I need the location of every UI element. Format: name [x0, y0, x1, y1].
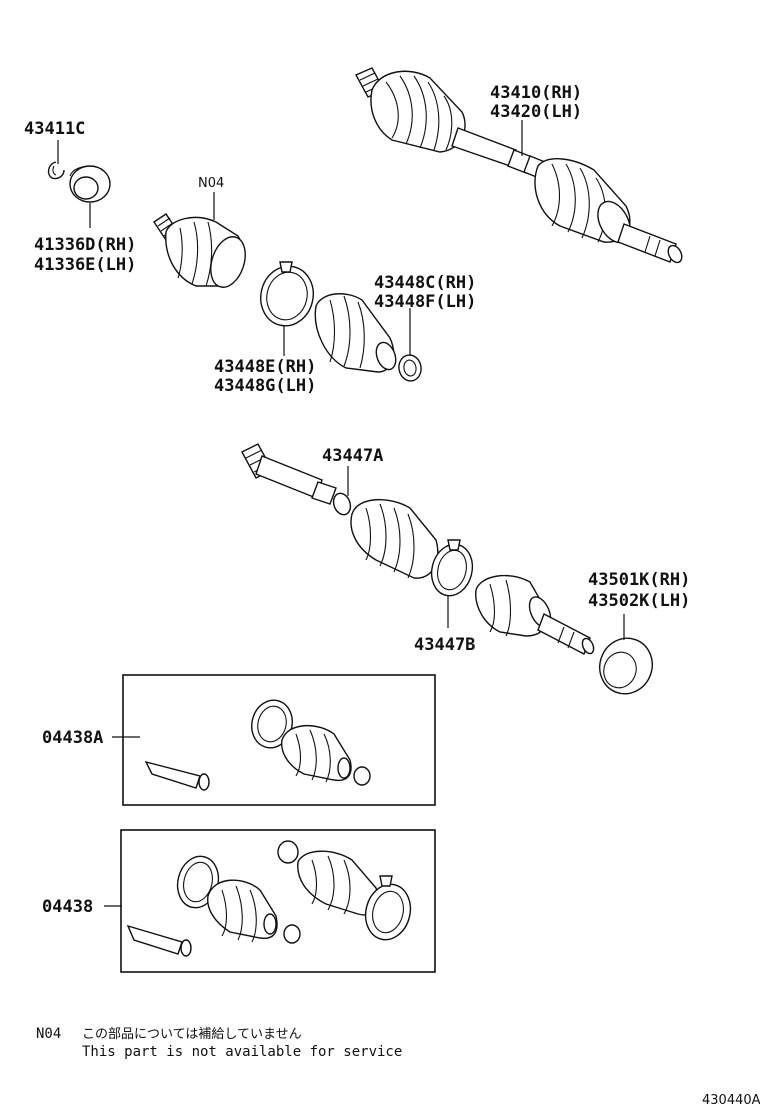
- dust-deflector-41336: [69, 165, 111, 203]
- label-43448g: 43448G(LH): [214, 376, 316, 396]
- label-04438a: 04438A: [42, 728, 103, 748]
- drive-shaft-assembly-upper: [355, 67, 683, 264]
- footnote-english: This part is not available for service: [82, 1044, 402, 1060]
- label-41336d: 41336D(RH): [34, 235, 136, 255]
- label-04438: 04438: [42, 897, 93, 917]
- label-43447a: 43447A: [322, 446, 383, 466]
- label-43448e: 43448E(RH): [214, 357, 316, 377]
- label-43502k: 43502K(LH): [588, 591, 690, 611]
- footnote: N04 この部品については補給していません This part is not a…: [36, 1026, 402, 1060]
- label-43448f: 43448F(LH): [374, 292, 476, 312]
- label-43420: 43420(LH): [490, 102, 582, 122]
- label-41336e: 41336E(LH): [34, 255, 136, 275]
- leader-lines: [57, 120, 625, 907]
- label-43411c: 43411C: [24, 119, 85, 139]
- boot-clamp-43448c: [398, 354, 422, 382]
- label-43410: 43410(RH): [490, 83, 582, 103]
- part-labels: 43411C 41336D(RH) 41336E(LH) N04 43410(R…: [24, 83, 690, 917]
- boot-clamp-43448e: [260, 261, 314, 327]
- inner-boot-middle: [314, 293, 397, 373]
- drive-shaft-assembly-lower: [241, 443, 653, 695]
- snap-ring-43411c: [47, 161, 65, 180]
- label-43447b: 43447B: [414, 635, 475, 655]
- label-43448c: 43448C(RH): [374, 273, 476, 293]
- label-n04: N04: [198, 176, 224, 191]
- kit-box-04438a: [122, 674, 436, 806]
- kit-box-04438: [120, 829, 436, 973]
- footnote-code: N04: [36, 1026, 61, 1042]
- footnote-japanese: この部品については補給していません: [82, 1027, 302, 1042]
- label-43501k: 43501K(RH): [588, 570, 690, 590]
- inner-joint-n04: [153, 213, 246, 288]
- diagram-id: 430440A: [702, 1093, 760, 1108]
